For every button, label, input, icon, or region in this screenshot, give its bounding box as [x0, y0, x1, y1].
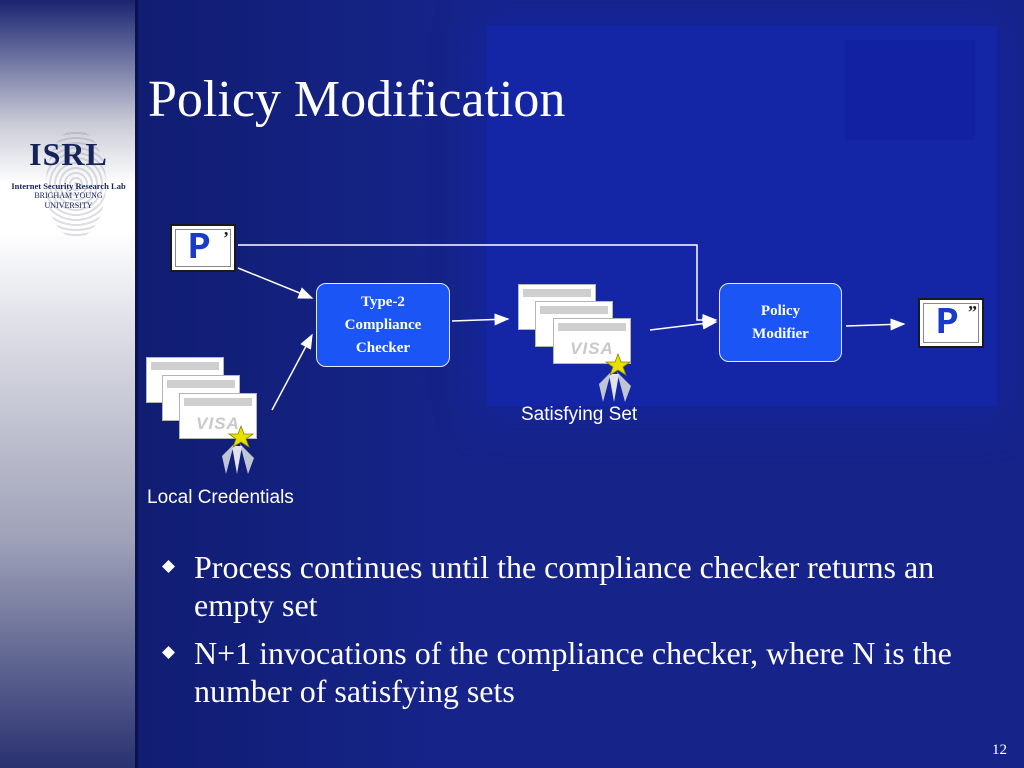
bullet-item: Process continues until the compliance c… [162, 548, 962, 624]
card-strip [167, 380, 235, 388]
card-visa-text: VISA [570, 339, 614, 358]
policy-output-frame [923, 303, 979, 343]
card-strip [523, 289, 591, 297]
bullet-text: N+1 invocations of the compliance checke… [194, 635, 952, 709]
logo-university-line1: BRIGHAM YOUNG [34, 191, 103, 200]
arrow-credentials-to-checker [271, 333, 313, 411]
diamond-bullet-icon [162, 646, 175, 659]
policy-input-mark: ’ [223, 228, 229, 248]
card-strip [540, 306, 608, 314]
modifier-label-line2: Modifier [752, 325, 809, 342]
slide-title: Policy Modification [148, 71, 566, 128]
policy-output-mark: ” [968, 302, 977, 322]
card-strip [558, 323, 626, 331]
arrow-set-to-modifier [649, 317, 718, 331]
local-credentials-label: Local Credentials [147, 487, 294, 508]
checker-label-line3: Checker [355, 339, 411, 356]
arrow-policy-to-checker [237, 267, 314, 299]
satisfying-card-3: VISA [553, 318, 631, 364]
logo-title: ISRL [29, 136, 108, 172]
local-credentials-star-icon [222, 424, 255, 474]
checker-label-line2: Compliance [344, 316, 422, 333]
logo-lab-name: Internet Security Research Lab [11, 181, 126, 191]
fingerprint-icon [46, 130, 106, 238]
modifier-label-line1: Policy [760, 302, 801, 319]
bullet-list: Process continues until the compliance c… [162, 548, 962, 720]
card-strip [184, 398, 252, 406]
satisfying-set-label: Satisfying Set [521, 404, 638, 425]
sidebar-edge [135, 0, 138, 768]
policy-input-box: P ’ [170, 224, 236, 272]
diamond-bullet-icon [162, 560, 175, 573]
page-number: 12 [992, 742, 1007, 758]
isrl-logo: ISRL Internet Security Research Lab BRIG… [0, 120, 137, 240]
bullet-text: Process continues until the compliance c… [194, 549, 935, 623]
checker-label-line1: Type-2 [361, 293, 405, 310]
policy-input-frame [175, 229, 231, 267]
local-credential-card-3: VISA [179, 393, 257, 439]
arrow-policy-to-modifier [238, 244, 718, 326]
background-glow-accent [845, 40, 975, 140]
arrow-modifier-to-output [845, 318, 906, 331]
policy-output-letter: P [936, 302, 959, 345]
compliance-checker-node: Type-2 Compliance Checker [316, 283, 450, 367]
policy-input-letter: P [188, 227, 211, 270]
satisfying-set-star-icon [599, 352, 632, 402]
bullet-item: N+1 invocations of the compliance checke… [162, 634, 962, 710]
card-strip [151, 362, 219, 370]
policy-modifier-node: Policy Modifier [719, 283, 842, 362]
arrow-checker-to-set [451, 313, 510, 326]
policy-output-box: P ” [918, 298, 984, 348]
sidebar-gradient [0, 0, 137, 768]
card-visa-text: VISA [196, 414, 240, 433]
logo-university-line2: UNIVERSITY [44, 201, 93, 210]
